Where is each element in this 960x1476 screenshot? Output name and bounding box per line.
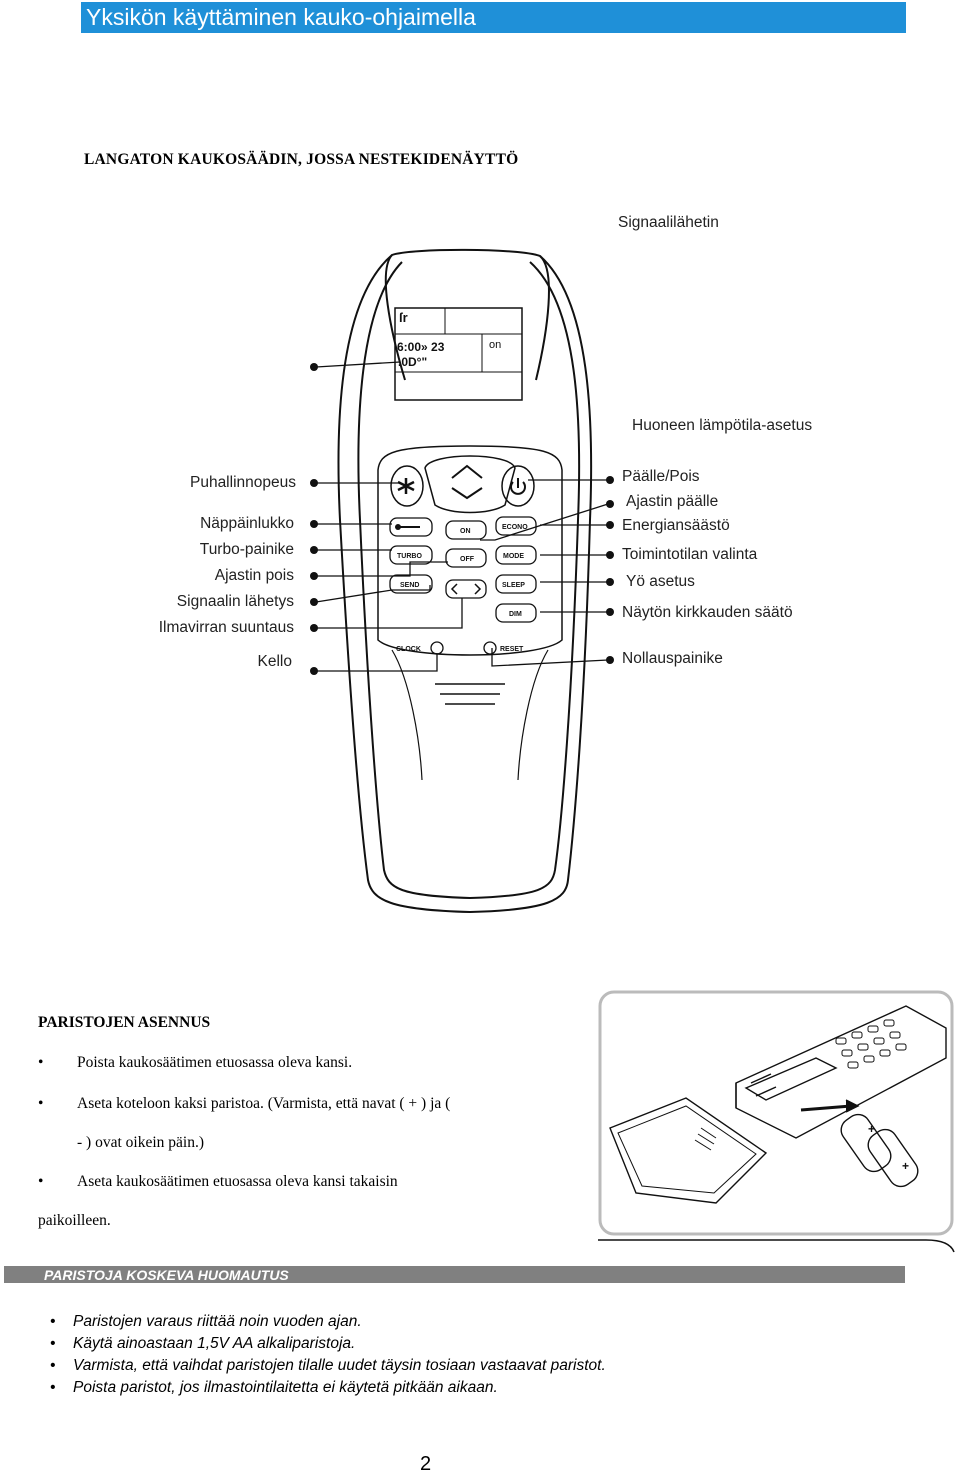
button-panel-outline bbox=[377, 445, 563, 656]
reset-button-label: RESET bbox=[500, 646, 524, 653]
dim-button-label: DIM bbox=[509, 611, 522, 618]
fan-speed-button bbox=[390, 465, 424, 507]
off-button bbox=[445, 548, 487, 568]
econo-button bbox=[495, 516, 537, 536]
label-airflow: Ilmavirran suuntaus bbox=[158, 619, 294, 636]
airflow-button bbox=[445, 579, 487, 599]
power-button bbox=[501, 465, 535, 507]
bullet-3-marker: • bbox=[38, 1173, 44, 1190]
clock-button bbox=[430, 641, 444, 655]
chevron-up-icon bbox=[451, 464, 483, 479]
send-button bbox=[389, 574, 433, 594]
battery-install-illustration: + + bbox=[598, 990, 955, 1253]
svg-text:+: + bbox=[868, 1122, 875, 1136]
airflow-icon bbox=[450, 583, 482, 595]
label-timer-off: Ajastin pois bbox=[214, 567, 294, 584]
note-item-2: Käytä ainoastaan 1,5V AA alkaliparistoja… bbox=[73, 1335, 356, 1352]
on-button bbox=[445, 520, 487, 540]
label-sleep: Yö asetus bbox=[626, 573, 695, 590]
clock-button-label: CLOCK bbox=[396, 646, 421, 653]
note-item-1-marker: • bbox=[50, 1313, 56, 1330]
document-title: LANGATON KAUKOSÄÄDIN, JOSSA NESTEKIDENÄY… bbox=[84, 151, 519, 168]
display-time: 6:00» 23 bbox=[397, 340, 445, 354]
econo-button-label: ECONO bbox=[502, 524, 528, 531]
note-item-1: Paristojen varaus riittää noin vuoden aj… bbox=[73, 1313, 362, 1330]
note-item-3-marker: • bbox=[50, 1357, 56, 1374]
sleep-button bbox=[495, 574, 537, 594]
battery-bullet-3b: paikoilleen. bbox=[38, 1212, 111, 1229]
battery-bullet-2b: - ) ovat oikein päin.) bbox=[77, 1134, 204, 1151]
label-key-lock: Näppäinlukko bbox=[200, 515, 294, 532]
key-lock-button bbox=[389, 517, 433, 537]
battery-bullet-2a: Aseta koteloon kaksi paristoa. (Varmista… bbox=[77, 1095, 451, 1112]
mode-button bbox=[495, 545, 537, 565]
temp-up-down-button bbox=[424, 455, 516, 514]
label-timer-on: Ajastin päälle bbox=[626, 493, 719, 510]
reset-button bbox=[483, 641, 497, 655]
label-econo: Energiansäästö bbox=[622, 517, 730, 534]
remote-body-outline bbox=[384, 248, 550, 381]
remote-diagram: ON ECONO TURBO OFF MODE SEND SLEEP DIM C… bbox=[310, 248, 614, 914]
note-item-4: Poista paristot, jos ilmastointilaitetta… bbox=[73, 1379, 498, 1396]
sleep-button-label: SLEEP bbox=[502, 582, 525, 589]
bullet-1-marker: • bbox=[38, 1054, 44, 1071]
turbo-button-label: TURBO bbox=[397, 553, 422, 560]
header-bar bbox=[81, 2, 906, 33]
label-mode: Toimintotilan valinta bbox=[622, 546, 758, 563]
label-dim: Näytön kirkkauden säätö bbox=[622, 604, 793, 621]
display-on: on bbox=[489, 339, 501, 351]
battery-section-title: PARISTOJEN ASENNUS bbox=[38, 1014, 211, 1031]
battery-bullet-1: Poista kaukosäätimen etuosassa oleva kan… bbox=[77, 1054, 353, 1071]
svg-text:+: + bbox=[902, 1159, 909, 1173]
turbo-button bbox=[389, 545, 433, 565]
label-fan-speed: Puhallinnopeus bbox=[189, 474, 296, 491]
chevron-down-icon bbox=[451, 487, 483, 500]
page-title: Yksikön käyttäminen kauko-ohjaimella bbox=[86, 4, 476, 30]
mode-button-label: MODE bbox=[503, 553, 524, 560]
label-transmitter: Signaalilähetin bbox=[618, 214, 719, 231]
label-reset: Nollauspainike bbox=[622, 650, 723, 667]
display-line3: .0D°" bbox=[398, 355, 427, 369]
label-turbo: Turbo-painike bbox=[199, 541, 294, 558]
page-number: 2 bbox=[420, 1453, 432, 1475]
note-item-4-marker: • bbox=[50, 1379, 56, 1396]
label-power: Päälle/Pois bbox=[622, 468, 700, 485]
label-send: Signaalin lähetys bbox=[176, 593, 294, 610]
bullet-2-marker: • bbox=[38, 1095, 44, 1112]
note-item-2-marker: • bbox=[50, 1335, 56, 1352]
battery-note-title: PARISTOJA KOSKEVA HUOMAUTUS bbox=[44, 1267, 289, 1283]
battery-bullet-3a: Aseta kaukosäätimen etuosassa oleva kans… bbox=[77, 1173, 398, 1190]
on-button-label: ON bbox=[460, 528, 471, 535]
lcd-display bbox=[394, 307, 523, 401]
power-icon bbox=[510, 478, 526, 495]
send-button-label: SEND bbox=[400, 582, 419, 589]
fan-icon bbox=[397, 478, 415, 494]
dim-button bbox=[495, 603, 537, 623]
display-line1: ſr bbox=[399, 310, 408, 325]
off-button-label: OFF bbox=[460, 556, 475, 563]
note-item-3: Varmista, että vaihdat paristojen tilall… bbox=[73, 1357, 606, 1374]
label-room-temp: Huoneen lämpötila-asetus bbox=[632, 417, 813, 434]
label-clock: Kello bbox=[257, 653, 292, 670]
note-bar bbox=[4, 1266, 905, 1283]
